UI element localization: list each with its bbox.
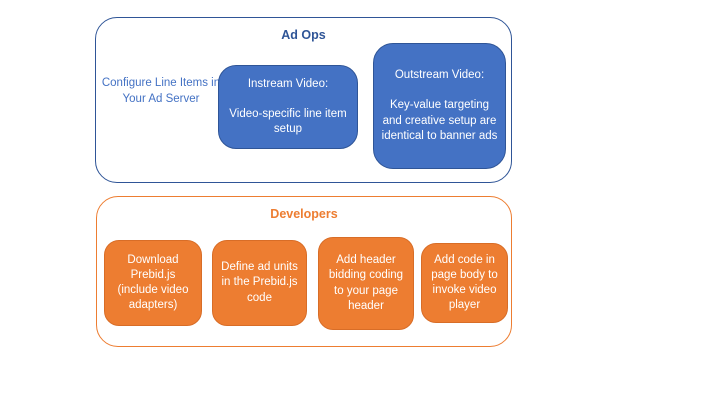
step-define-ad-units-box: Define ad units in the Prebid.js code: [212, 240, 307, 326]
step-add-header-bidding-box: Add header bidding coding to your page h…: [318, 237, 414, 330]
configure-line-items-note: Configure Line Items in Your Ad Server: [101, 77, 221, 105]
step-add-page-body-code-box: Add code in page body to invoke video pl…: [421, 243, 508, 323]
ad-ops-group: Ad Ops Configure Line Items in Your Ad S…: [95, 17, 512, 183]
instream-video-box: Instream Video: Video-specific line item…: [218, 65, 358, 149]
developers-title: Developers: [270, 207, 338, 221]
outstream-video-box-title: Outstream Video:: [394, 69, 485, 82]
instream-video-box-title: Instream Video:: [247, 77, 329, 90]
outstream-video-box: Outstream Video: Key-value targeting and…: [373, 43, 506, 169]
outstream-video-box-body: Key-value targeting and creative setup a…: [381, 99, 498, 142]
developers-group: Developers Download Prebid.js (include v…: [96, 196, 512, 347]
instream-video-box-body: Video-specific line item setup: [229, 107, 347, 136]
step-download-prebid-box: Download Prebid.js (include video adapte…: [104, 240, 202, 326]
ad-ops-title: Ad Ops: [281, 28, 326, 42]
